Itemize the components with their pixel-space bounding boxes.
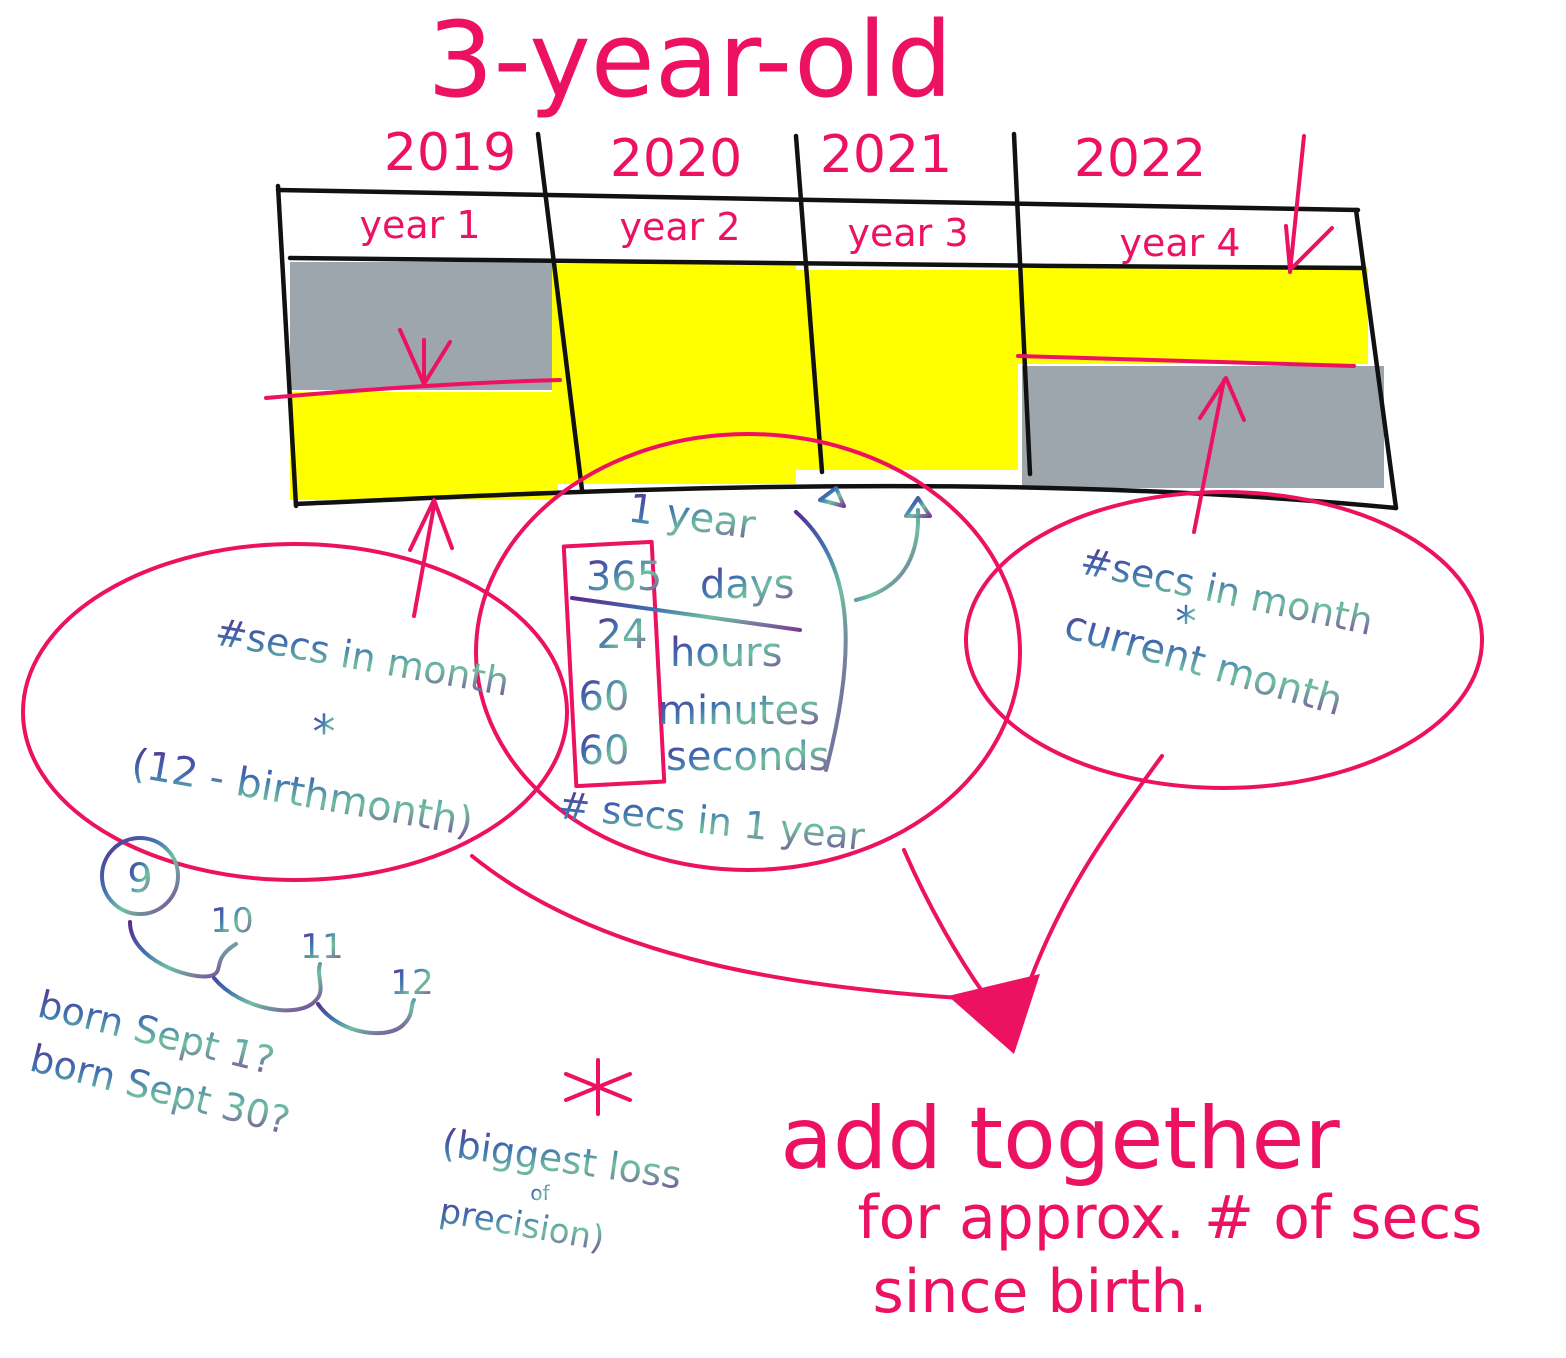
minutes-number: 60	[579, 674, 630, 720]
column-year-2021: 2021	[820, 125, 952, 185]
month-scale: 9 10 11 12	[100, 836, 434, 1036]
year2-yellow-fill	[552, 264, 796, 484]
year4-gray-fill	[1022, 366, 1384, 488]
column-year-2020: 2020	[610, 129, 742, 189]
left-bubble-operator: *	[313, 705, 336, 759]
copy-arrow-year2	[794, 510, 848, 772]
seconds-label: seconds	[666, 734, 830, 780]
precision-line1: (biggest loss	[439, 1121, 684, 1198]
days-underline	[570, 596, 802, 632]
middle-to-sum-line	[902, 848, 986, 996]
seconds-number: 60	[579, 728, 630, 774]
left-bubble-line3: (12 - birthmonth)	[128, 741, 477, 846]
right-bubble	[964, 490, 1484, 790]
left-to-sum-line	[470, 854, 996, 1002]
copy-arrow-year3	[854, 508, 921, 602]
month-brace-2	[212, 962, 323, 1013]
conclusion-line2: for approx. # of secs	[857, 1183, 1482, 1253]
copy-arrow-head-1	[818, 486, 846, 508]
result-label: # secs in 1 year	[556, 783, 867, 859]
column-year-2022: 2022	[1074, 129, 1206, 189]
convergence-lines	[470, 754, 1164, 1054]
conclusion-line3: since birth.	[873, 1257, 1208, 1327]
month-brace-1	[128, 920, 238, 979]
month-12: 12	[390, 963, 433, 1003]
minutes-label: minutes	[658, 688, 820, 734]
right-to-sum-line	[1026, 754, 1164, 988]
left-bubble-text: #secs in month * (12 - birthmonth)	[128, 610, 513, 846]
month-10: 10	[210, 901, 253, 941]
precision-line3: precision)	[436, 1191, 607, 1259]
diagram-title: 3-year-old	[427, 0, 952, 121]
table-fills	[290, 262, 1384, 500]
year1-birth-arrow	[398, 328, 452, 386]
year1-gray-fill	[290, 262, 552, 390]
year4-current-line	[1016, 354, 1356, 368]
copy-arrow-head-2	[904, 496, 932, 518]
column-headers: 2019 2020 2021 2022 year 1 year 2 year 3…	[359, 123, 1240, 265]
column-label-year-3: year 3	[847, 211, 968, 255]
days-label: days	[700, 562, 794, 608]
conclusion: add together for approx. # of secs since…	[780, 1089, 1482, 1327]
year1-yellow-fill	[290, 392, 558, 500]
middle-bubble	[474, 432, 1022, 872]
left-bubble-arrow	[408, 498, 454, 618]
left-bubble-line1: #secs in month	[212, 610, 513, 705]
right-bubble-text: #secs in month * current month	[1059, 539, 1377, 725]
left-bubble	[21, 542, 569, 882]
column-label-year-2: year 2	[619, 205, 740, 249]
sum-scribble	[948, 974, 1040, 1054]
hours-number: 24	[597, 612, 648, 658]
precision-note: (biggest loss of precision)	[436, 1058, 684, 1259]
year4-yellow-fill	[1018, 268, 1368, 364]
hours-label: hours	[670, 630, 782, 676]
year4-now-arrow	[1284, 134, 1334, 274]
month-brace-3	[316, 998, 416, 1036]
timeline-table	[275, 131, 1399, 511]
multiplier-box	[561, 539, 667, 789]
month-11: 11	[300, 927, 343, 967]
month-9: 9	[127, 856, 152, 902]
conclusion-line1: add together	[780, 1089, 1340, 1189]
column-year-2019: 2019	[384, 123, 516, 183]
middle-top: 1 year	[626, 485, 759, 548]
days-number: 365	[586, 554, 662, 600]
precision-line2: of	[530, 1181, 550, 1205]
year3-yellow-fill	[796, 270, 1018, 470]
right-bubble-arrow	[1192, 376, 1246, 534]
column-label-year-4: year 4	[1119, 221, 1240, 265]
precision-asterisk	[564, 1058, 632, 1116]
column-label-year-1: year 1	[359, 203, 480, 247]
right-bubble-operator: *	[1176, 597, 1197, 646]
birth-month-circle	[100, 836, 180, 916]
year1-birth-line	[264, 378, 562, 400]
